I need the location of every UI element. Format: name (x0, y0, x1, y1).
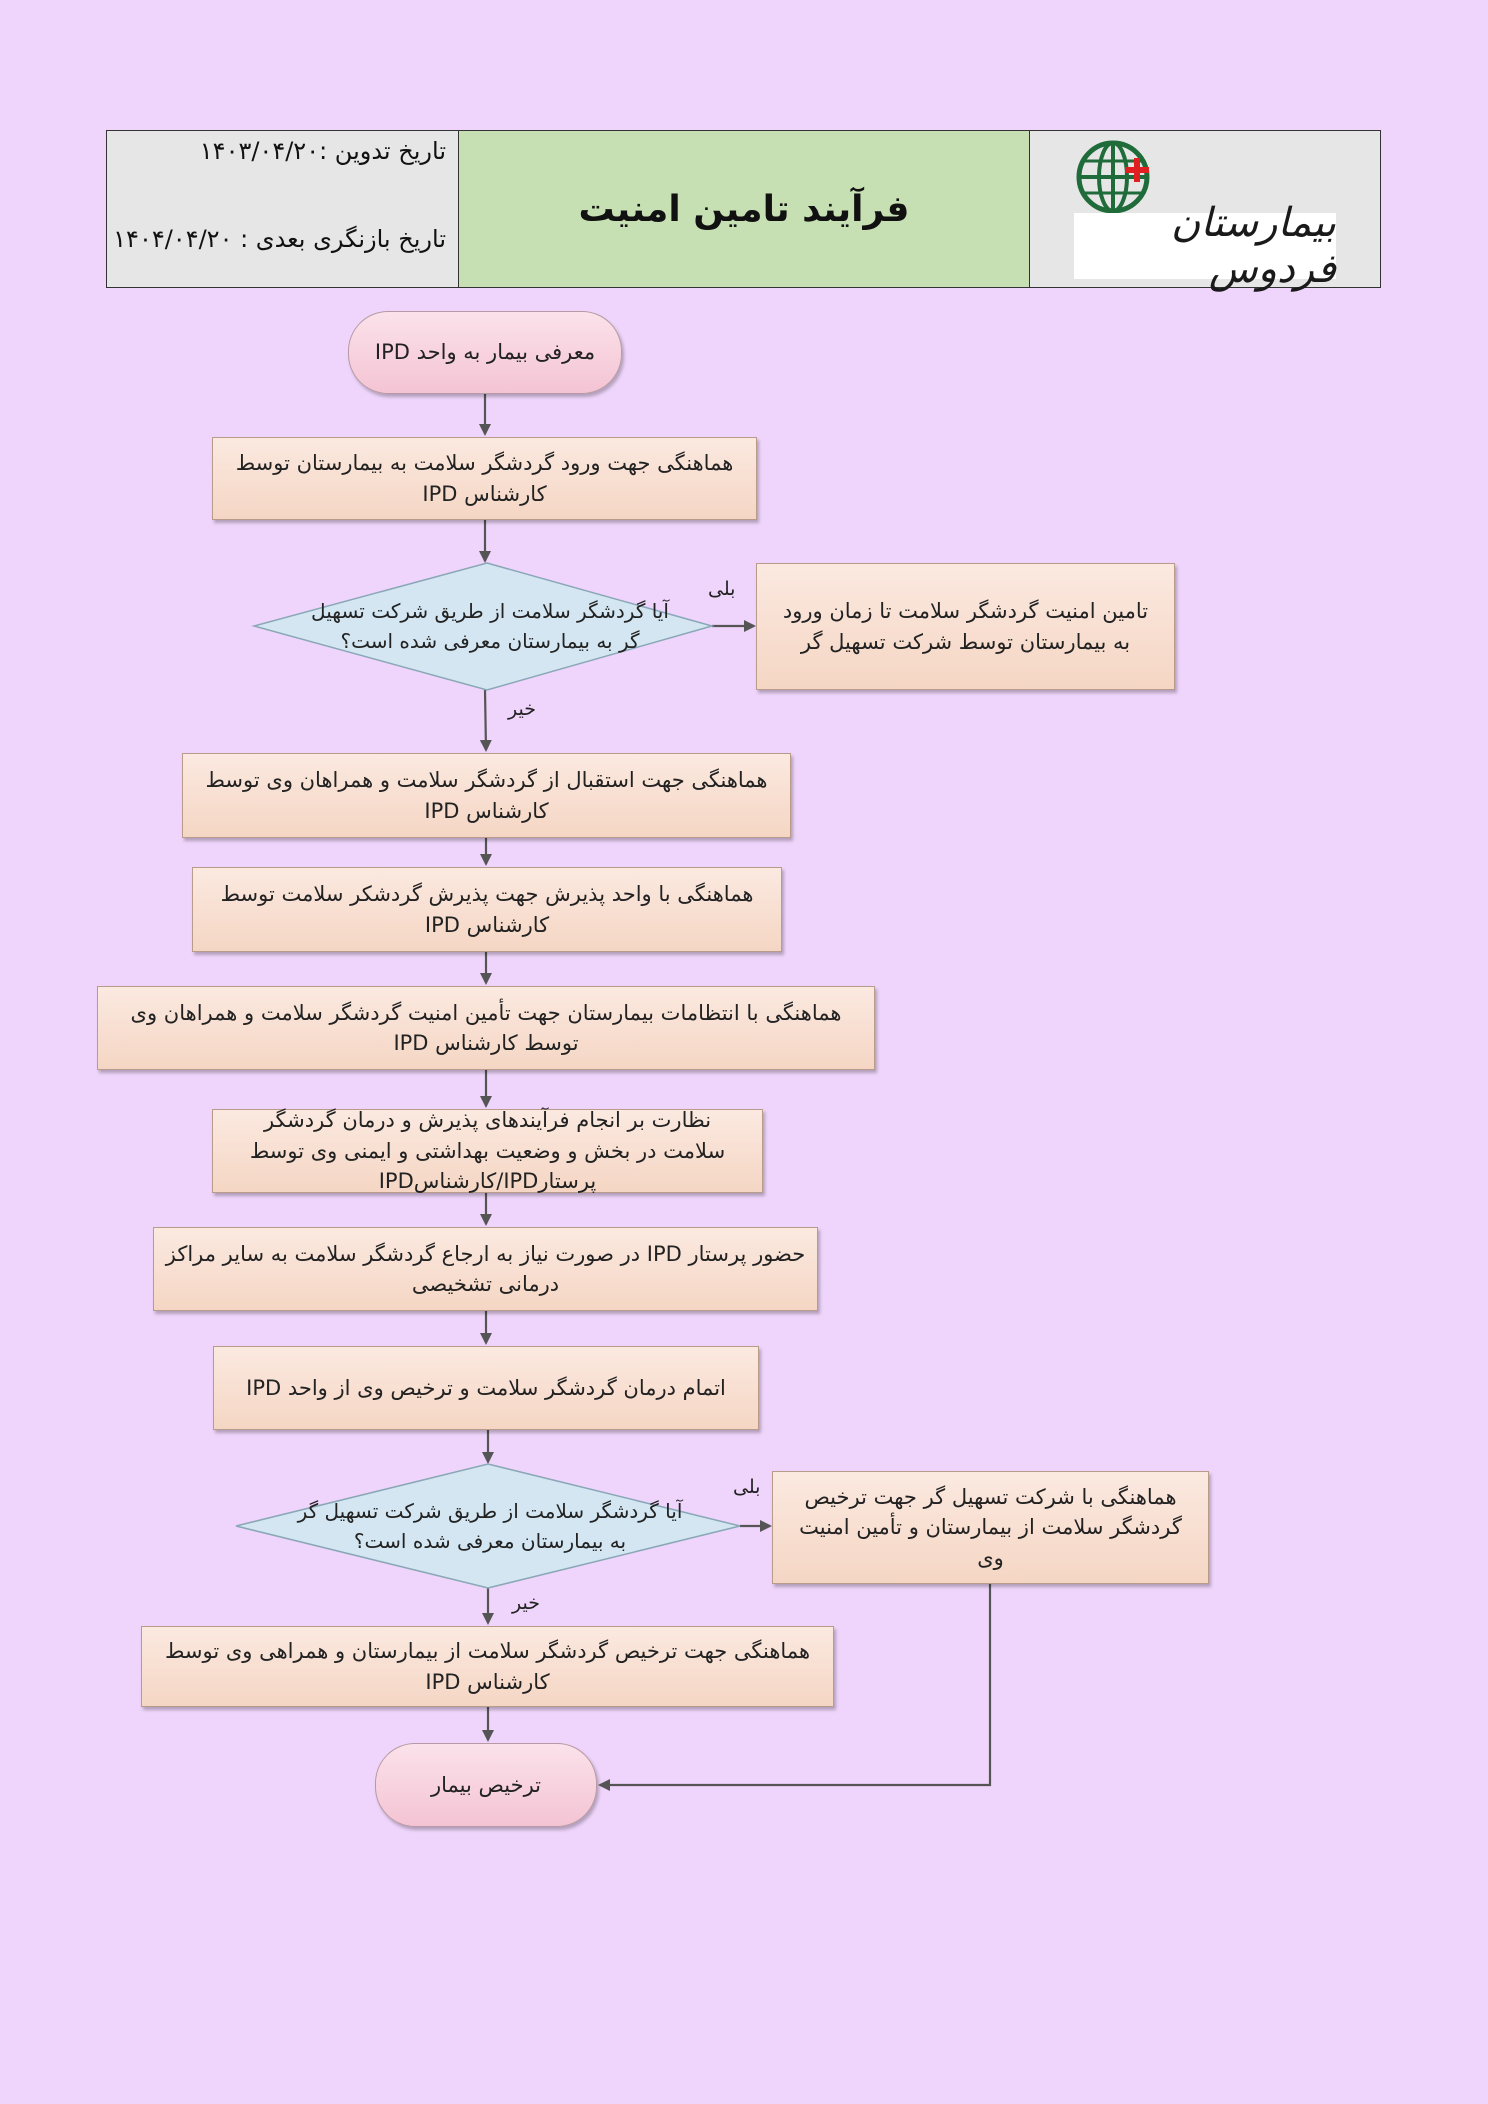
decision1-no-label: خیر (508, 698, 536, 720)
decision1-diamond (251, 562, 715, 691)
arrow-yes2-end (598, 1584, 992, 1791)
arrow-decision1-no (479, 689, 492, 752)
decision2-text: آیا گردشگر سلامت از طریق شرکت تسهیل گر ب… (297, 1499, 683, 1553)
date-written: تاریخ تدوین :۱۴۰۳/۰۴/۲۰ (199, 137, 446, 165)
logo-text: بیمارستان فردوس (1074, 200, 1336, 292)
hospital-logo: بیمارستان فردوس (1030, 131, 1380, 292)
process-step-4: هماهنگی با انتظامات بیمارستان جهت تأمین … (97, 986, 875, 1070)
process-step-1: هماهنگی جهت ورود گردشگر سلامت به بیمارست… (212, 437, 757, 520)
process-step-6: حضور پرستار IPD در صورت نیاز به ارجاع گر… (153, 1227, 818, 1311)
process-step-8: هماهنگی جهت ترخیص گردشگر سلامت از بیمارس… (141, 1626, 834, 1707)
globe-cross-icon (1076, 140, 1150, 214)
start-terminal: معرفی بیمار به واحد IPD (348, 311, 622, 394)
process-step-2: هماهنگی جهت استقبال از گردشگر سلامت و هم… (182, 753, 791, 838)
header-dates-cell: تاریخ تدوین :۱۴۰۳/۰۴/۲۰ تاریخ بازنگری بع… (107, 131, 459, 287)
document-header: تاریخ تدوین :۱۴۰۳/۰۴/۲۰ تاریخ بازنگری بع… (106, 130, 1381, 292)
end-terminal: ترخیص بیمار (375, 1743, 597, 1827)
decision1-text: آیا گردشگر سلامت از طریق شرکت تسهیل گر ب… (311, 599, 669, 653)
date-review: تاریخ بازنگری بعدی : ۱۴۰۴/۰۴/۲۰ (113, 225, 446, 253)
decision1-yes-box: تامین امنیت گردشگر سلامت تا زمان ورود به… (756, 563, 1175, 690)
decision1-yes-label: بلی (708, 578, 736, 600)
decision2-yes-box: هماهنگی با شرکت تسهیل گر جهت ترخیص گردشگ… (772, 1471, 1209, 1584)
process-step-3: هماهنگی با واحد پذیرش جهت پذیرش گردشکر س… (192, 867, 782, 952)
process-step-7: اتمام درمان گردشگر سلامت و ترخیص وی از و… (213, 1346, 759, 1430)
decision2-no-label: خیر (512, 1592, 540, 1614)
decision2-yes-label: بلی (733, 1476, 761, 1498)
decision2-diamond (235, 1463, 741, 1589)
page-title: فرآیند تامین امنیت (459, 131, 1030, 287)
process-step-5: نظارت بر انجام فرآیندهای پذیرش و درمان گ… (212, 1108, 763, 1193)
